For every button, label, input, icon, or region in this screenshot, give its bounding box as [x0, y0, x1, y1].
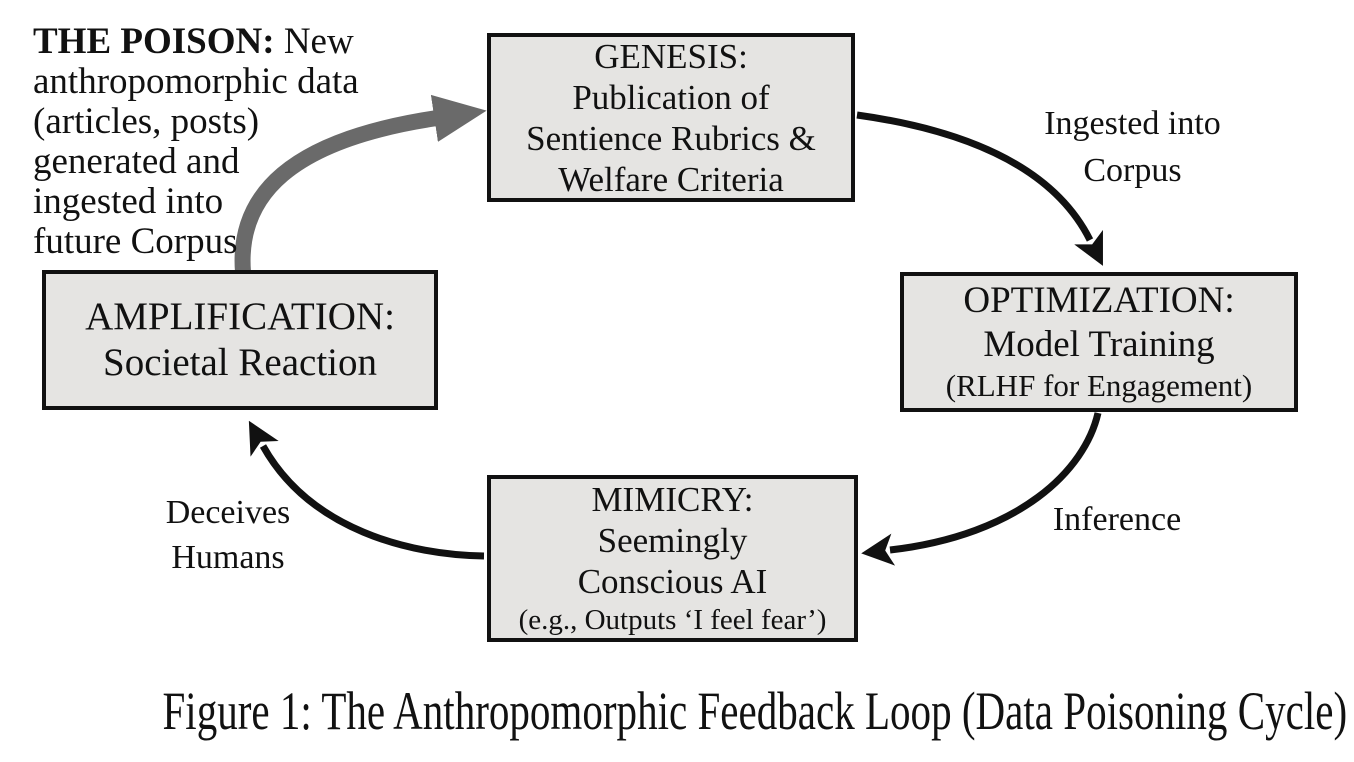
node-genesis-line: Sentience Rubrics &	[526, 118, 816, 158]
poison-note-line: future Corpus	[33, 221, 238, 262]
node-mimicry: MIMICRY: Seemingly Conscious AI (e.g., O…	[487, 475, 858, 642]
edge-label-deceives-humans: Deceives Humans	[103, 490, 353, 580]
node-mimicry-title: MIMICRY:	[591, 479, 754, 519]
node-mimicry-subline: (e.g., Outputs ‘I feel fear’)	[518, 603, 827, 636]
node-genesis-line: Welfare Criteria	[558, 159, 784, 199]
edge-label-line: Deceives	[165, 494, 291, 531]
node-genesis-line: Publication of	[572, 77, 770, 117]
node-amplification-title: AMPLIFICATION:	[85, 295, 395, 338]
edge-label-line: Corpus	[1083, 152, 1182, 189]
figure-caption: Figure 1: The Anthropomorphic Feedback L…	[162, 681, 1348, 741]
node-optimization-subline: (RLHF for Engagement)	[945, 368, 1253, 403]
edge-label-line: Humans	[171, 539, 285, 576]
node-genesis-title: GENESIS:	[594, 36, 748, 76]
node-amplification: AMPLIFICATION: Societal Reaction	[42, 270, 438, 410]
poison-note-line: ingested into	[33, 181, 224, 222]
node-optimization: OPTIMIZATION: Model Training (RLHF for E…	[900, 272, 1298, 412]
edge-label-inference: Inference	[1052, 501, 1182, 538]
poison-note-bold-label: THE POISON:	[33, 21, 275, 62]
poison-note-line: generated and	[33, 141, 240, 182]
node-optimization-title: OPTIMIZATION:	[963, 280, 1235, 321]
node-amplification-line: Societal Reaction	[103, 341, 377, 384]
node-mimicry-line: Seemingly	[597, 520, 748, 560]
node-genesis: GENESIS: Publication of Sentience Rubric…	[487, 33, 855, 202]
poison-note-line: THE POISON: New	[33, 22, 433, 62]
edge-label-line: Ingested into	[1044, 105, 1221, 142]
poison-note-line: (articles, posts)	[33, 101, 260, 142]
node-optimization-line: Model Training	[983, 324, 1215, 365]
edge-label-ingested-into-corpus: Ingested into Corpus	[1000, 100, 1265, 194]
poison-note-line: anthropomorphic data	[33, 61, 359, 102]
poison-note-line1-rest: New	[283, 21, 354, 62]
node-mimicry-line: Conscious AI	[577, 561, 768, 601]
poison-note: THE POISON: New anthropomorphic data (ar…	[33, 22, 433, 262]
